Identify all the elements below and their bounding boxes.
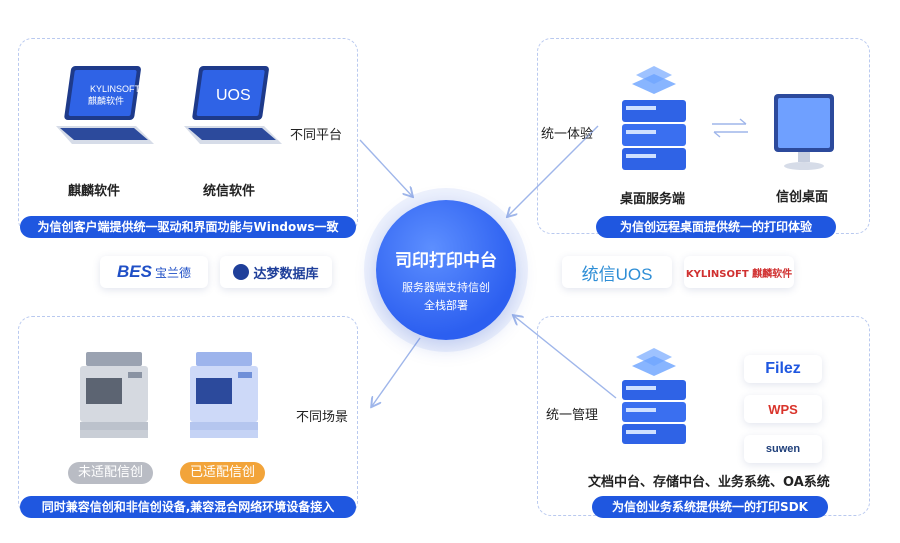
device-label-kylin: 麒麟软件 [68, 184, 121, 199]
device-label-uos: 统信软件 [203, 184, 256, 199]
systems-label: 文档中台、存储中台、业务系统、OA系统 [588, 475, 830, 490]
logo-bes: BES 宝兰德 [100, 256, 208, 288]
hub-title: 司印打印中台 [395, 251, 497, 271]
wps-icon: WPS [768, 401, 798, 417]
tag-not-adapted: 未适配信创 [68, 462, 154, 484]
logo-uos: 统信UOS [562, 256, 672, 288]
desktop-monitor-icon [774, 94, 834, 170]
arrow-top-left [359, 139, 412, 196]
logo-filez: Filez [744, 355, 822, 383]
arrow-bottom-left [372, 337, 421, 406]
logo-suwen: suwen [744, 435, 822, 463]
printer-blue-icon [190, 352, 258, 438]
side-label-platforms: 不同平台 [290, 128, 343, 143]
sync-arrows-icon [712, 118, 748, 138]
kylin-screen-text: KYLINSOFT [90, 84, 141, 94]
laptop-kylin-icon: KYLINSOFT 麒麟软件 [56, 66, 154, 144]
side-label-scenarios: 不同场景 [296, 410, 349, 425]
desktop-label: 信创桌面 [776, 190, 829, 205]
server-stack-icon [622, 66, 686, 170]
printer-gray-icon [80, 352, 148, 438]
tag-adapted: 已适配信创 [180, 462, 266, 484]
logo-kylinsoft: KYLINSOFT 麒麟软件 [684, 256, 794, 288]
bar-top-right: 为信创远程桌面提供统一的打印体验 [596, 216, 836, 238]
bar-top-left: 为信创客户端提供统一驱动和界面功能与Windows一致 [20, 216, 356, 238]
svg-text:UOS: UOS [216, 87, 251, 104]
hub-subtitle-2: 全栈部署 [424, 299, 468, 312]
logo-dameng: 达梦数据库 [220, 256, 332, 288]
dameng-icon [233, 264, 250, 280]
arrow-bottom-right [514, 316, 617, 399]
bar-bottom-right: 为信创业务系统提供统一的打印SDK [592, 496, 828, 518]
logo-wps: WPS [744, 395, 822, 423]
hub-subtitle-1: 服务器端支持信创 [402, 281, 490, 294]
server-label: 桌面服务端 [620, 192, 686, 207]
hub-circle: 司印打印中台 服务器端支持信创 全栈部署 [376, 200, 516, 340]
side-label-experience: 统一体验 [541, 127, 594, 142]
side-label-management: 统一管理 [546, 408, 599, 423]
svg-text:麒麟软件: 麒麟软件 [88, 95, 124, 107]
laptop-uos-icon: UOS [184, 66, 282, 144]
bar-bottom-left: 同时兼容信创和非信创设备,兼容混合网络环境设备接入 [20, 496, 356, 518]
arrow-top-right [508, 125, 599, 216]
server-stack-bottom-icon [622, 348, 686, 444]
